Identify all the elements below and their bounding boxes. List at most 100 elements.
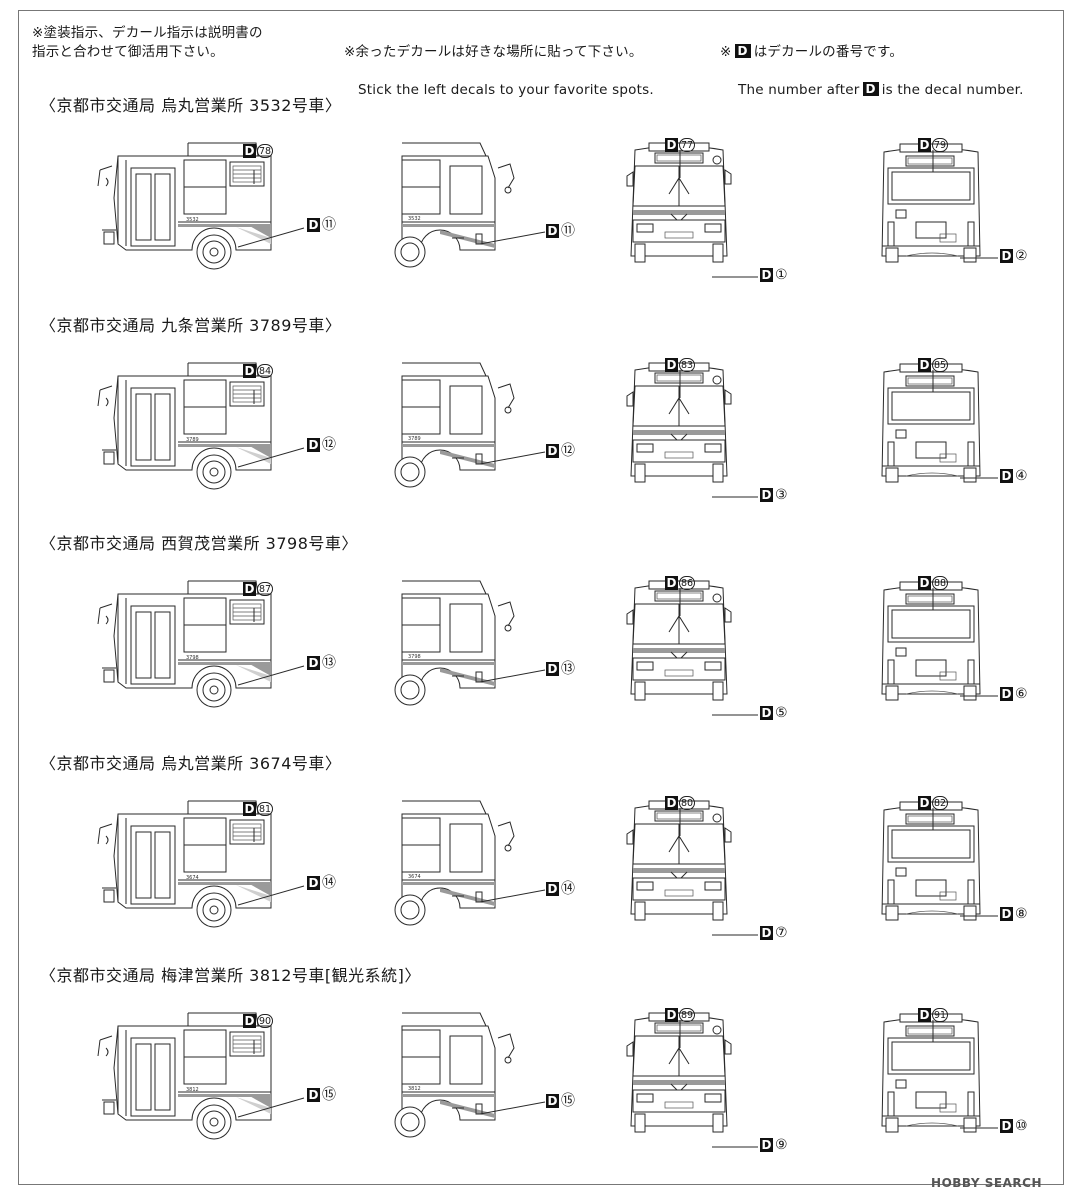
d-symbol-icon: D xyxy=(1000,687,1013,701)
d-symbol-icon: D xyxy=(307,1088,320,1102)
bus-rear-side-view: 3789 xyxy=(394,362,515,488)
d-symbol-icon: D xyxy=(243,364,256,378)
note-painting-instructions: ※塗装指示、デカール指示は説明書の 指示と合わせて御活用下さい。 xyxy=(32,25,263,60)
svg-text:3674: 3674 xyxy=(408,874,421,880)
callout-leader-lines xyxy=(237,588,998,716)
bus-back-view xyxy=(881,1013,981,1133)
d-symbol-icon: D xyxy=(665,138,678,152)
callout-leader-lines xyxy=(237,1020,998,1148)
d-symbol-icon: D xyxy=(307,876,320,890)
d-symbol-icon: D xyxy=(918,358,931,372)
bus-left-side-view: 3532 xyxy=(97,142,272,270)
d-symbol-icon: D xyxy=(243,144,256,158)
bus-left-side-view: 3789 xyxy=(97,362,272,490)
d-symbol-icon: D xyxy=(918,576,931,590)
svg-text:3789: 3789 xyxy=(186,437,199,443)
svg-text:3532: 3532 xyxy=(408,216,421,222)
bus-front-view xyxy=(626,142,732,263)
d-symbol-icon: D xyxy=(307,218,320,232)
d-symbol-icon: D xyxy=(1000,1119,1013,1133)
svg-text:3789: 3789 xyxy=(408,436,421,442)
bus-section: 〈京都市交通局 梅津営業所 3812号車[観光系統]〉 xyxy=(0,962,1082,1184)
d-symbol-icon: D xyxy=(862,82,879,96)
bus-section: 〈京都市交通局 九条営業所 3789号車〉 xyxy=(0,312,1082,534)
bus-rear-side-view: 3674 xyxy=(394,800,515,926)
d-symbol-icon: D xyxy=(760,268,773,282)
svg-text:3812: 3812 xyxy=(186,1087,199,1093)
d-symbol-icon: D xyxy=(918,138,931,152)
section-title: 〈京都市交通局 梅津営業所 3812号車[観光系統]〉 xyxy=(40,966,421,985)
bus-section: 〈京都市交通局 烏丸営業所 3674号車〉 xyxy=(0,750,1082,972)
d-symbol-icon: D xyxy=(665,358,678,372)
section-title: 〈京都市交通局 烏丸営業所 3532号車〉 xyxy=(40,96,342,115)
d-symbol-icon: D xyxy=(918,1008,931,1022)
d-symbol-icon: D xyxy=(546,882,559,896)
bus-section: 〈京都市交通局 烏丸営業所 3532号車〉 xyxy=(0,92,1082,314)
d-symbol-icon: D xyxy=(546,1094,559,1108)
bus-back-view xyxy=(881,143,981,263)
d-symbol-icon: D xyxy=(307,656,320,670)
d-symbol-icon: D xyxy=(1000,249,1013,263)
bus-back-view xyxy=(881,581,981,701)
d-symbol-icon: D xyxy=(546,444,559,458)
d-symbol-icon: D xyxy=(760,488,773,502)
callout-leader-lines xyxy=(237,808,998,936)
d-symbol-icon: D xyxy=(1000,907,1013,921)
watermark-logo: HOBBY SEARCH xyxy=(931,1176,1042,1190)
d-symbol-icon: D xyxy=(665,1008,678,1022)
d-symbol-icon: D xyxy=(734,44,751,58)
bus-back-view xyxy=(881,801,981,921)
note-leftover-decals: ※余ったデカールは好きな場所に貼って下さい。 Stick the left de… xyxy=(344,24,704,119)
diagram-frame xyxy=(18,10,1064,1185)
svg-text:3532: 3532 xyxy=(186,217,199,223)
d-symbol-icon: D xyxy=(760,926,773,940)
callout-leader-lines xyxy=(237,150,998,278)
d-symbol-icon: D xyxy=(307,438,320,452)
bus-left-side-view: 3812 xyxy=(97,1012,272,1140)
section-title: 〈京都市交通局 西賀茂営業所 3798号車〉 xyxy=(40,534,358,553)
d-symbol-icon: D xyxy=(243,582,256,596)
d-symbol-icon: D xyxy=(243,1014,256,1028)
d-symbol-icon: D xyxy=(918,796,931,810)
svg-text:3812: 3812 xyxy=(408,1086,421,1092)
section-title: 〈京都市交通局 烏丸営業所 3674号車〉 xyxy=(40,754,342,773)
svg-text:3798: 3798 xyxy=(408,654,421,660)
d-symbol-icon: D xyxy=(665,576,678,590)
d-symbol-icon: D xyxy=(760,706,773,720)
d-symbol-icon: D xyxy=(546,662,559,676)
bus-left-side-view: 3674 xyxy=(97,800,272,928)
